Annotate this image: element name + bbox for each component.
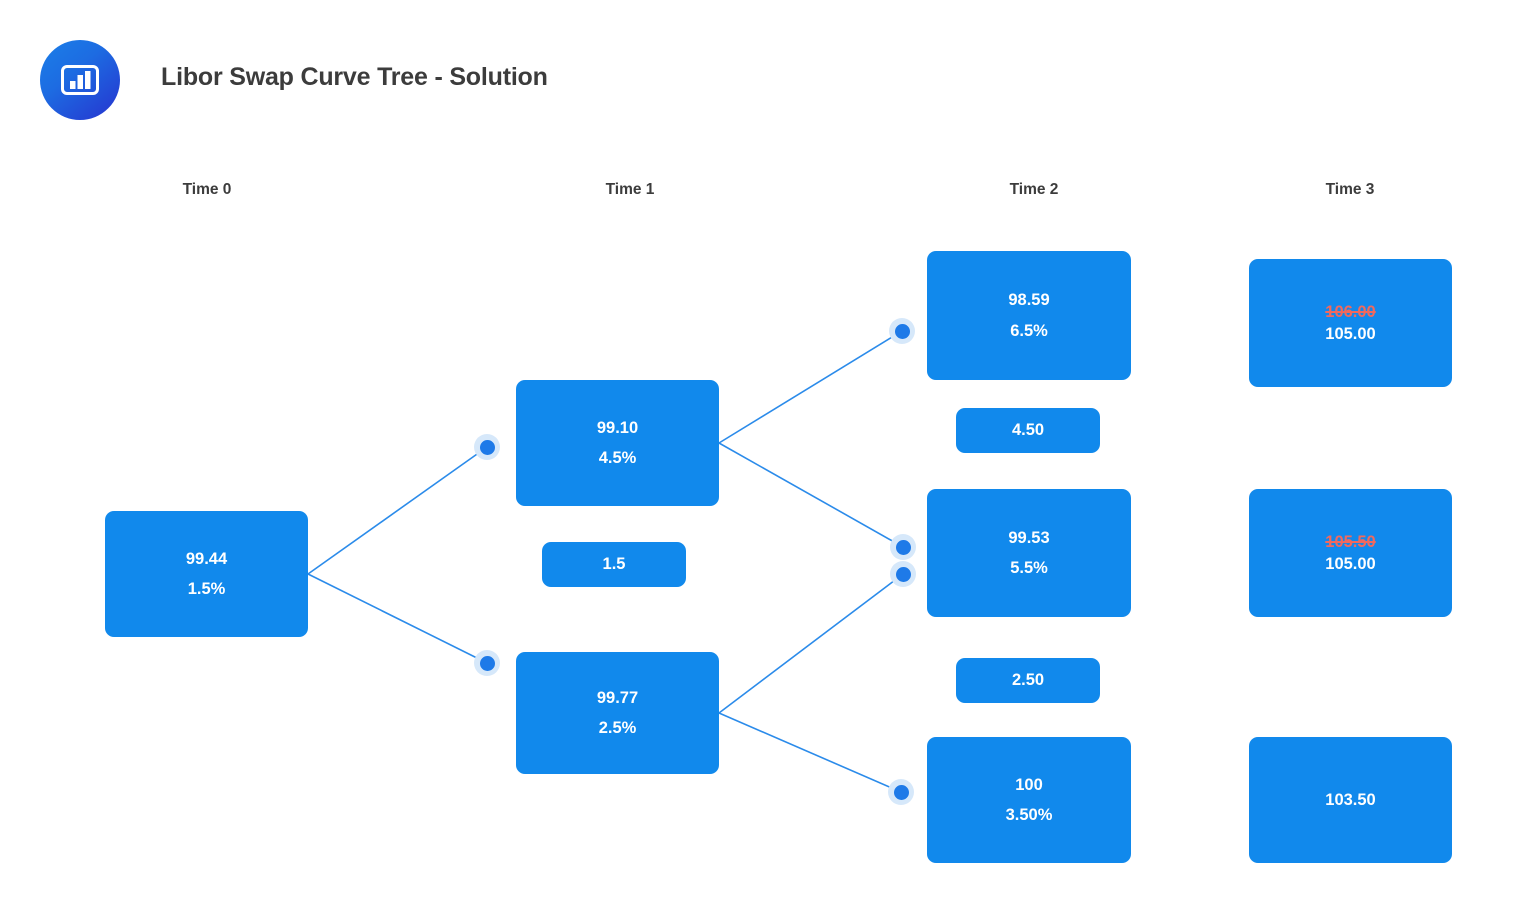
node-rate: 5.5% bbox=[1010, 559, 1048, 577]
tree-node-t2-dn[interactable]: 100 3.50% bbox=[927, 737, 1131, 863]
node-struck-value: 106.00 bbox=[1325, 303, 1376, 321]
node-rate: 1.5% bbox=[187, 580, 226, 598]
cashflow-chip-cf-t1[interactable]: 1.5 bbox=[542, 542, 686, 587]
node-value: 98.59 bbox=[1008, 291, 1050, 309]
tree-node-t0[interactable]: 99.44 1.5% bbox=[105, 511, 308, 637]
column-header-time-1: Time 1 bbox=[605, 181, 655, 198]
cashflow-chip-cf-t2-up[interactable]: 4.50 bbox=[956, 408, 1100, 453]
column-header-time-2: Time 2 bbox=[1009, 181, 1059, 198]
tree-edge-t1-dn-to-t2-dn bbox=[718, 712, 902, 793]
tree-node-t3-up[interactable]: 106.00 105.00 bbox=[1249, 259, 1452, 387]
tree-node-t3-mid[interactable]: 105.50 105.00 bbox=[1249, 489, 1452, 617]
page-title: Libor Swap Curve Tree - Solution bbox=[161, 63, 548, 91]
node-value: 105.00 bbox=[1325, 554, 1376, 573]
cashflow-label: 4.50 bbox=[1011, 421, 1045, 439]
node-rate: 2.5% bbox=[598, 719, 637, 737]
node-rate: 6.5% bbox=[1010, 321, 1048, 340]
node-rate: 3.50% bbox=[1005, 806, 1053, 824]
column-header-time-0: Time 0 bbox=[182, 181, 232, 198]
tree-node-t2-mid[interactable]: 99.53 5.5% bbox=[927, 489, 1131, 617]
tree-node-t3-dn[interactable]: 103.50 bbox=[1249, 737, 1452, 863]
branch-node-dot-t2-dn[interactable] bbox=[888, 779, 914, 805]
node-value: 99.77 bbox=[596, 688, 639, 707]
page-header: Libor Swap Curve Tree - Solution bbox=[0, 0, 1536, 160]
branch-node-dot-t2-mid-lower[interactable] bbox=[890, 561, 916, 587]
node-value: 103.50 bbox=[1325, 790, 1376, 809]
branch-node-dot-t1-up[interactable] bbox=[474, 434, 500, 460]
node-rate: 4.5% bbox=[598, 449, 637, 467]
bar-chart-icon bbox=[40, 40, 120, 120]
node-value: 99.10 bbox=[596, 418, 639, 437]
tree-edge-t1-dn-to-t2-mid bbox=[718, 573, 904, 714]
tree-node-t1-dn[interactable]: 99.77 2.5% bbox=[516, 652, 719, 774]
cashflow-label: 2.50 bbox=[1011, 671, 1045, 689]
tree-edge-t1-up-to-t2-mid bbox=[718, 442, 904, 548]
node-value: 99.44 bbox=[185, 549, 228, 568]
branch-node-dot-t2-up[interactable] bbox=[889, 318, 915, 344]
node-value: 100 bbox=[1015, 775, 1043, 794]
tree-edge-t0-to-t1-up bbox=[307, 446, 488, 575]
node-struck-value: 105.50 bbox=[1325, 533, 1376, 551]
column-header-time-3: Time 3 bbox=[1325, 181, 1375, 198]
tree-edge-t0-to-t1-dn bbox=[307, 573, 488, 664]
cashflow-label: 1.5 bbox=[602, 555, 626, 573]
tree-node-t1-up[interactable]: 99.10 4.5% bbox=[516, 380, 719, 506]
cashflow-chip-cf-t2-mid[interactable]: 2.50 bbox=[956, 658, 1100, 703]
branch-node-dot-t1-dn[interactable] bbox=[474, 650, 500, 676]
node-value: 99.53 bbox=[1008, 528, 1050, 547]
tree-node-t2-up[interactable]: 98.59 6.5% bbox=[927, 251, 1131, 380]
branch-node-dot-t2-mid-upper[interactable] bbox=[890, 534, 916, 560]
tree-edge-t1-up-to-t2-up bbox=[718, 330, 903, 444]
node-value: 105.00 bbox=[1325, 324, 1376, 343]
